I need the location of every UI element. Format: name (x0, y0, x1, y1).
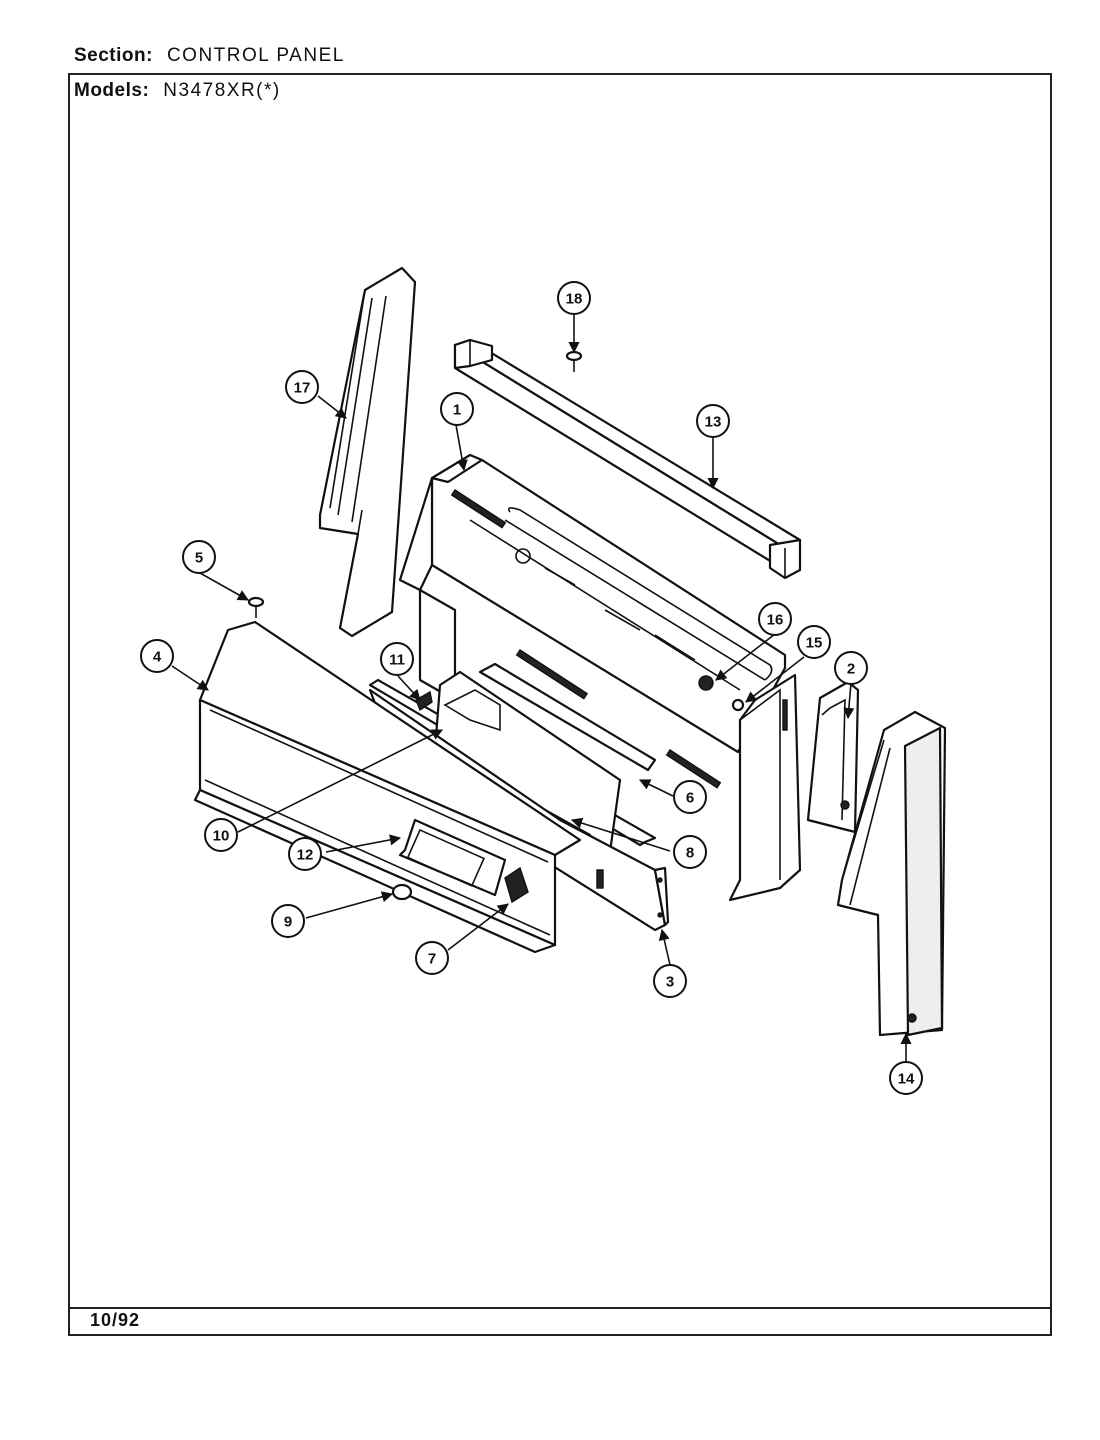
callout-circle (288, 837, 322, 871)
callout-number: 4 (153, 649, 162, 666)
part-13-top-rail (453, 338, 802, 580)
callout-circle (673, 835, 707, 869)
part-4-front-panel (193, 620, 582, 954)
callout-number: 14 (898, 1071, 915, 1088)
callout-9: 9 (271, 904, 305, 938)
callout-circle (758, 602, 792, 636)
callout-1: 1 (440, 392, 474, 426)
callout-10: 10 (204, 818, 238, 852)
callout-circle (380, 642, 414, 676)
callout-number: 10 (213, 828, 230, 845)
callout-circle (140, 639, 174, 673)
callout-15: 15 (797, 625, 831, 659)
callout-number: 3 (666, 974, 674, 991)
callout-number: 15 (806, 635, 823, 652)
callout-2: 2 (834, 651, 868, 685)
callout-number: 18 (566, 291, 583, 308)
callout-number: 16 (767, 612, 784, 629)
callout-circle (285, 370, 319, 404)
section-heading: Section: CONTROL PANEL (74, 45, 345, 67)
callout-3: 3 (653, 964, 687, 998)
callout-7: 7 (415, 941, 449, 975)
models-heading: Models: N3478XR(*) (74, 80, 281, 102)
callout-circle (204, 818, 238, 852)
callout-circle (834, 651, 868, 685)
callout-circle (440, 392, 474, 426)
callout-number: 9 (284, 914, 292, 931)
callout-circle (182, 540, 216, 574)
callout-17: 17 (285, 370, 319, 404)
section-label: Section: (74, 45, 153, 66)
callout-circle (653, 964, 687, 998)
revision-date: 10/92 (90, 1310, 141, 1330)
part-17-left-end-cap (318, 266, 417, 638)
callout-number: 11 (389, 652, 405, 669)
callout-6: 6 (673, 780, 707, 814)
models-value: N3478XR(*) (163, 80, 281, 101)
callout-16: 16 (758, 602, 792, 636)
part-15-screw (731, 698, 745, 712)
callout-circle (673, 780, 707, 814)
part-18-screw (565, 350, 583, 372)
callout-13: 13 (696, 404, 730, 438)
callout-circle (557, 281, 591, 315)
callout-number: 12 (297, 847, 314, 864)
callout-number: 13 (705, 414, 722, 431)
callout-18: 18 (557, 281, 591, 315)
callout-number: 5 (195, 550, 203, 567)
models-label: Models: (74, 80, 150, 101)
callout-number: 1 (453, 402, 461, 419)
part-5-screw (247, 596, 265, 618)
footer-rule (68, 1307, 1052, 1309)
callout-circle (696, 404, 730, 438)
callout-5: 5 (182, 540, 216, 574)
callout-number: 8 (686, 845, 694, 862)
callout-8: 8 (673, 835, 707, 869)
diagram-frame (68, 73, 1052, 1336)
callout-circle (415, 941, 449, 975)
callout-circle (271, 904, 305, 938)
section-value: CONTROL PANEL (166, 45, 345, 66)
part-11-clip (415, 690, 433, 712)
callout-circle (797, 625, 831, 659)
part-9-knob (391, 883, 413, 901)
callout-circle (889, 1061, 923, 1095)
callout-14: 14 (889, 1061, 923, 1095)
part-1-back-panel (398, 453, 802, 902)
callout-11: 11 (380, 642, 414, 676)
callout-number: 6 (686, 790, 694, 807)
callout-number: 7 (428, 951, 436, 968)
part-2-small-bracket (806, 680, 860, 834)
callout-number: 2 (847, 661, 855, 678)
callout-12: 12 (288, 837, 322, 871)
callout-number: 17 (294, 380, 311, 397)
part-14-right-end-cap (836, 710, 947, 1037)
leader-lines (171, 314, 912, 1062)
callout-4: 4 (140, 639, 174, 673)
part-16-grommet (698, 675, 714, 691)
